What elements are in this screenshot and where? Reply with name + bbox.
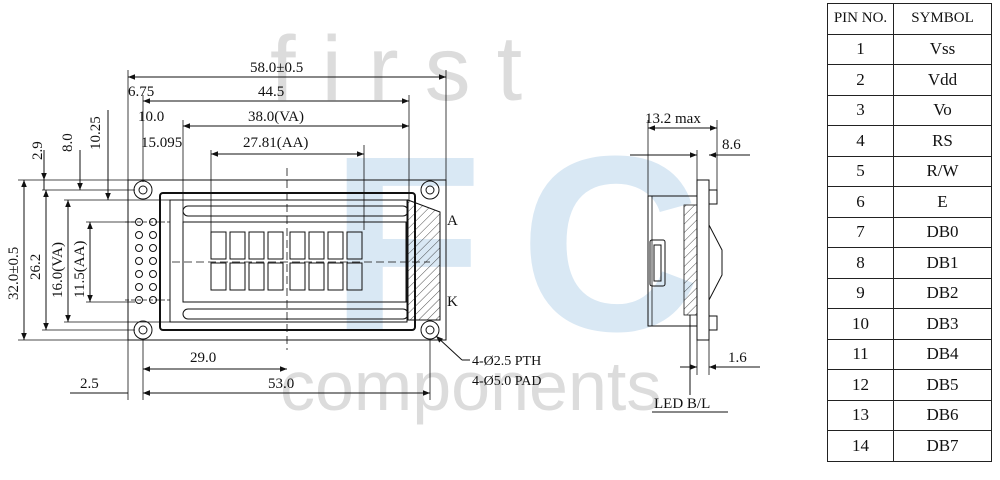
pin-symbol: DB2 xyxy=(893,277,992,309)
led-backlight-label: LED B/L xyxy=(654,396,710,412)
mounting-holes xyxy=(133,180,440,340)
pin-header xyxy=(125,218,170,304)
lcd-mechanical-drawing: first F C components xyxy=(6,18,760,425)
pin-symbol: RS xyxy=(893,125,992,157)
cathode-label: K xyxy=(447,294,458,310)
left-dimensions: 2.9 8.0 10.25 32.0±0.5 26.2 16.0(VA) 11.… xyxy=(6,110,170,341)
hole-spec-2: 4-Ø5.0 PAD xyxy=(472,374,542,389)
pin-table-header: PIN NO. SYMBOL xyxy=(827,3,992,35)
pin-symbol: Vo xyxy=(893,94,992,126)
bottom-dimensions: 29.0 2.5 53.0 4-Ø2.5 PTH 4-Ø5.0 PAD xyxy=(70,335,542,400)
led-hatch xyxy=(407,199,441,321)
dim-thickness-max: 13.2 max xyxy=(645,111,701,127)
dim-left-offset-1: 6.75 xyxy=(128,84,154,100)
pin-number: 13 xyxy=(827,399,894,431)
dim-pin-edge: 2.5 xyxy=(80,376,99,392)
pin-symbol: DB0 xyxy=(893,216,992,248)
pin-symbol: R/W xyxy=(893,155,992,187)
dim-bottom-pitch: 53.0 xyxy=(268,376,294,392)
side-backlight xyxy=(683,204,698,316)
dim-aa-width: 27.81(AA) xyxy=(243,135,308,151)
dim-left-offset-3: 15.095 xyxy=(141,135,182,151)
dim-overall-width: 58.0±0.5 xyxy=(250,60,303,76)
pin-number: 8 xyxy=(827,247,894,279)
pin-number: 1 xyxy=(827,33,894,65)
pin-number: 14 xyxy=(827,430,894,462)
pin-symbol: DB6 xyxy=(893,399,992,431)
pin-number: 6 xyxy=(827,186,894,218)
dim-top-offset-3: 10.25 xyxy=(88,116,104,150)
watermark-bottom: components xyxy=(280,347,661,425)
pin-symbol: Vss xyxy=(893,33,992,65)
pin-number: 9 xyxy=(827,277,894,309)
pin-number: 10 xyxy=(827,308,894,340)
side-lcd-window xyxy=(649,239,666,287)
pin-symbol: DB3 xyxy=(893,308,992,340)
dim-va-height: 16.0(VA) xyxy=(50,242,66,298)
dim-pin-center: 29.0 xyxy=(190,350,216,366)
anode-label: A xyxy=(447,213,458,229)
dim-hole-vpitch: 26.2 xyxy=(28,254,44,280)
hole-spec-1: 4-Ø2.5 PTH xyxy=(472,354,541,369)
pin-number: 4 xyxy=(827,125,894,157)
pin-number: 12 xyxy=(827,369,894,401)
header-symbol: SYMBOL xyxy=(893,3,992,35)
pin-symbol: E xyxy=(893,186,992,218)
dim-top-offset-2: 8.0 xyxy=(60,133,76,152)
top-dimensions: 58.0±0.5 44.5 6.75 38.0(VA) 10.0 27.81(A… xyxy=(127,60,447,232)
dim-hole-pitch: 44.5 xyxy=(258,84,284,100)
pin-number: 11 xyxy=(827,338,894,370)
character-cells xyxy=(210,231,363,291)
pin-symbol: DB5 xyxy=(893,369,992,401)
pin-symbol: DB1 xyxy=(893,247,992,279)
pin-number: 7 xyxy=(827,216,894,248)
dim-left-offset-2: 10.0 xyxy=(138,109,164,125)
pin-number: 5 xyxy=(827,155,894,187)
pin-number: 2 xyxy=(827,64,894,96)
pin-symbol: DB4 xyxy=(893,338,992,370)
pin-symbol: DB7 xyxy=(893,430,992,462)
dim-aa-height: 11.5(AA) xyxy=(72,241,88,298)
bezel-inner xyxy=(169,199,408,323)
dim-top-offset-1: 2.9 xyxy=(30,141,46,160)
dim-overall-height: 32.0±0.5 xyxy=(6,247,22,300)
dim-pcb-thickness: 1.6 xyxy=(728,350,747,366)
dim-va-width: 38.0(VA) xyxy=(248,109,304,125)
header-pin-no: PIN NO. xyxy=(827,3,894,35)
side-view: 13.2 max 8.6 1.6 LED B/L xyxy=(630,111,760,413)
watermark-logo-c: C xyxy=(520,104,701,383)
pin-symbol: Vdd xyxy=(893,64,992,96)
pin-number: 3 xyxy=(827,94,894,126)
dim-side-depth: 8.6 xyxy=(722,137,741,153)
